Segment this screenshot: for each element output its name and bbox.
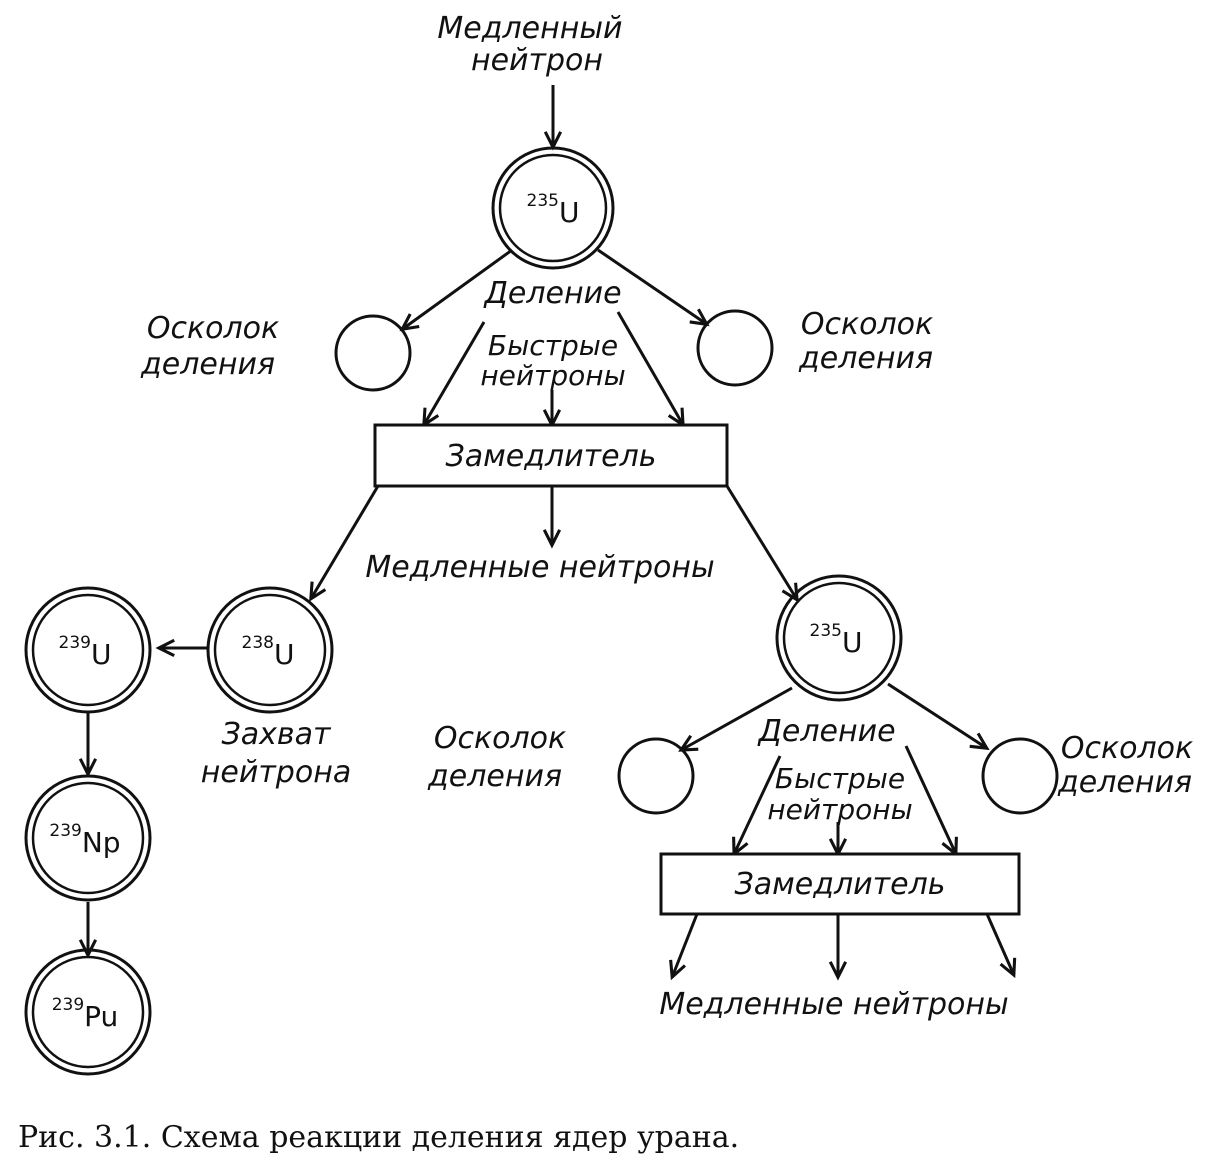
nucleus-symbol: U [274, 638, 295, 671]
arrow-u235-to-fragment-left [399, 248, 513, 332]
nucleus-mass: 239 [49, 821, 81, 841]
moderator-label: Замедлитель [446, 439, 657, 474]
fragment-circle-left-2 [617, 737, 695, 815]
arrows [78, 85, 1017, 981]
fragment-circle-left-1 [334, 314, 412, 392]
nucleus-mass: 239 [52, 995, 84, 1015]
arrow-fast-neutron-right-1 [616, 311, 685, 428]
label-fission-1: Деление [482, 276, 621, 311]
fragment-circle-right-2 [981, 737, 1059, 815]
nucleus-symbol: Pu [84, 1000, 118, 1033]
arrow-u235-to-fragment-right [597, 248, 710, 327]
nucleus-symbol: U [91, 638, 112, 671]
nucleus-u235-top: 235U [491, 146, 615, 270]
nucleus-pu239: 239Pu [24, 948, 152, 1076]
label-fragment-right-2-line2: деления [1057, 765, 1192, 800]
label-fragment-left-1-line2: деления [140, 347, 275, 382]
label-capture-line1: Захват [222, 717, 332, 752]
arrow-fast-neutron-right-2 [904, 745, 958, 858]
label-slow-neutrons-2: Медленные нейтроны [659, 987, 1008, 1022]
moderator-box-2: Замедлитель [659, 852, 1021, 916]
label-fragment-mid-line2: деления [427, 759, 562, 794]
moderator-label: Замедлитель [735, 867, 946, 902]
moderator-box-1: Замедлитель [373, 423, 729, 488]
arrow-moderator2-slow-right [985, 913, 1017, 979]
label-fragment-right-1-line1: Осколок [801, 307, 933, 342]
label-fast-neutrons-1-line1: Быстрые [488, 329, 618, 362]
nucleus-u238: 238U [206, 586, 334, 714]
arrow-fast-neutron-left-1 [422, 321, 486, 428]
nucleus-u239: 239U [24, 586, 152, 714]
figure-caption: Рис. 3.1. Схема реакции деления ядер ура… [18, 1120, 740, 1155]
svg-text:235U: 235U [527, 191, 580, 229]
svg-text:238U: 238U [242, 633, 295, 671]
nucleus-mass: 239 [59, 633, 91, 653]
nucleus-mass: 238 [242, 633, 274, 653]
label-fragment-right-2-line1: Осколок [1061, 731, 1193, 766]
label-fragment-right-1-line2: деления [798, 341, 933, 376]
nucleus-symbol: Np [82, 826, 121, 859]
label-fast-neutrons-2-line1: Быстрые [775, 762, 905, 795]
label-fast-neutrons-1-line2: нейтроны [480, 359, 625, 392]
label-slow-neutrons-1: Медленные нейтроны [365, 550, 714, 585]
label-fast-neutrons-2-line2: нейтроны [767, 793, 912, 826]
nucleus-symbol: U [559, 196, 580, 229]
fragment-circle-right-1 [696, 309, 774, 387]
arrow-moderator-to-u235-right [725, 485, 799, 603]
nucleus-mass: 235 [527, 191, 559, 211]
nucleus-mass: 235 [810, 621, 842, 641]
arrow-u235-right-to-fragment-left [678, 686, 793, 752]
label-fragment-left-1-line1: Осколок [147, 311, 279, 346]
label-slow-neutron-line1: Медленный [437, 11, 622, 46]
nucleus-np239: 239Np [24, 774, 152, 902]
arrow-fast-neutron-left-2 [732, 755, 782, 858]
arrow-moderator2-slow-left [669, 913, 699, 981]
svg-text:239U: 239U [59, 633, 112, 671]
arrow-u235-right-to-fragment-right [887, 682, 990, 751]
label-fragment-mid-line1: Осколок [434, 721, 566, 756]
nucleus-symbol: U [842, 626, 863, 659]
label-slow-neutron-line2: нейтрон [471, 43, 603, 78]
svg-text:239Pu: 239Pu [52, 995, 119, 1033]
label-capture-line2: нейтрона [201, 755, 351, 790]
svg-text:235U: 235U [810, 621, 863, 659]
svg-text:239Np: 239Np [49, 821, 120, 859]
arrow-moderator-to-u238 [309, 485, 380, 602]
nucleus-u235-right: 235U [775, 574, 903, 702]
label-fission-2: Деление [756, 714, 895, 749]
